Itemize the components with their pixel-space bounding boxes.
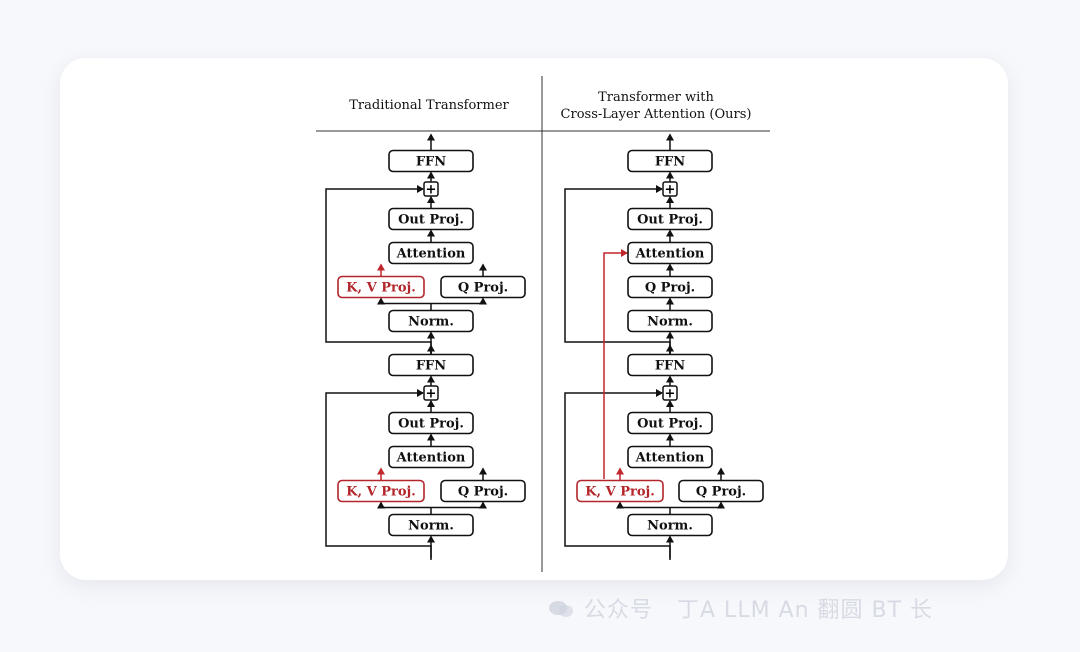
right-upper-attention-box: Attention	[627, 241, 713, 265]
wechat-icon	[548, 599, 574, 619]
figure-card	[60, 58, 1008, 580]
blocks: FFN + Out Proj. Attention K, V Proj. Q Proj. N…	[337, 149, 764, 537]
right-upper-ffn-box: FFN	[627, 149, 713, 173]
left-upper-attention-box: Attention	[388, 241, 474, 265]
right-lower-norm-box: Norm.	[627, 513, 713, 537]
right-lower-attention-box: Attention	[627, 445, 713, 469]
watermark: 公众号 丁A LLM An 翻圆 BT 长	[548, 592, 933, 624]
left-upper-ffn-box-label: FFN	[416, 155, 446, 170]
right-upper-norm-box-label: Norm.	[647, 315, 693, 330]
watermark-platform: 公众号	[584, 598, 654, 623]
connections	[325, 133, 725, 560]
right-lower-kv-proj-box: K, V Proj.	[576, 479, 664, 503]
right-lower-add-node: +	[662, 385, 678, 402]
left-upper-out-proj-box-label: Out Proj.	[398, 213, 464, 228]
right-cross-layer-kv-arrow	[603, 249, 628, 479]
left-lower-norm-box: Norm.	[388, 513, 474, 537]
right-lower-norm-box-label: Norm.	[647, 519, 693, 534]
left-lower-kv-proj-box: K, V Proj.	[337, 479, 425, 503]
right-lower-q-proj-box-label: Q Proj.	[696, 485, 746, 500]
left-lower-ffn-box: FFN	[388, 353, 474, 377]
right-lower-out-proj-box-label: Out Proj.	[637, 417, 703, 432]
left-upper-kv-proj-box-label: K, V Proj.	[346, 281, 416, 296]
header-left: Traditional Transformer	[349, 98, 509, 113]
right-lower-add-node-symbol: +	[665, 387, 676, 402]
right-upper-out-proj-box-label: Out Proj.	[637, 213, 703, 228]
left-lower-add-node-symbol: +	[426, 387, 437, 402]
left-lower-out-proj-box: Out Proj.	[388, 411, 474, 435]
left-upper-ffn-box: FFN	[388, 149, 474, 173]
left-upper-kv-proj-box: K, V Proj.	[337, 275, 425, 299]
left-lower-attention-box: Attention	[388, 445, 474, 469]
left-upper-q-proj-box: Q Proj.	[440, 275, 526, 299]
right-upper-q-proj-box: Q Proj.	[627, 275, 713, 299]
left-upper-q-proj-box-label: Q Proj.	[458, 281, 508, 296]
left-upper-add-node-symbol: +	[426, 183, 437, 198]
header-right-line1: Transformer with	[598, 90, 714, 105]
left-upper-out-proj-box: Out Proj.	[388, 207, 474, 231]
left-upper-add-node: +	[423, 181, 439, 198]
right-upper-out-proj-box: Out Proj.	[627, 207, 713, 231]
right-lower-attention-box-label: Attention	[635, 451, 705, 466]
right-upper-add-node: +	[662, 181, 678, 198]
left-upper-attention-box-label: Attention	[396, 247, 466, 262]
left-upper-norm-box-label: Norm.	[408, 315, 454, 330]
left-lower-add-node: +	[423, 385, 439, 402]
right-upper-attention-box-label: Attention	[635, 247, 705, 262]
right-lower-out-proj-box: Out Proj.	[627, 411, 713, 435]
left-lower-ffn-box-label: FFN	[416, 359, 446, 374]
right-lower-q-proj-box: Q Proj.	[678, 479, 764, 503]
watermark-account: 丁A LLM An 翻圆 BT 长	[677, 598, 934, 623]
left-lower-attention-box-label: Attention	[396, 451, 466, 466]
left-lower-norm-box-label: Norm.	[408, 519, 454, 534]
left-lower-out-proj-box-label: Out Proj.	[398, 417, 464, 432]
right-lower-kv-proj-box-label: K, V Proj.	[585, 485, 655, 500]
right-upper-ffn-box-label: FFN	[655, 155, 685, 170]
left-upper-norm-box: Norm.	[388, 309, 474, 333]
right-lower-ffn-box: FFN	[627, 353, 713, 377]
right-upper-q-proj-box-label: Q Proj.	[645, 281, 695, 296]
left-lower-q-proj-box: Q Proj.	[440, 479, 526, 503]
left-lower-kv-proj-box-label: K, V Proj.	[346, 485, 416, 500]
right-upper-add-node-symbol: +	[665, 183, 676, 198]
header-right-line2: Cross-Layer Attention (Ours)	[561, 107, 752, 122]
right-lower-ffn-box-label: FFN	[655, 359, 685, 374]
left-lower-q-proj-box-label: Q Proj.	[458, 485, 508, 500]
right-upper-norm-box: Norm.	[627, 309, 713, 333]
